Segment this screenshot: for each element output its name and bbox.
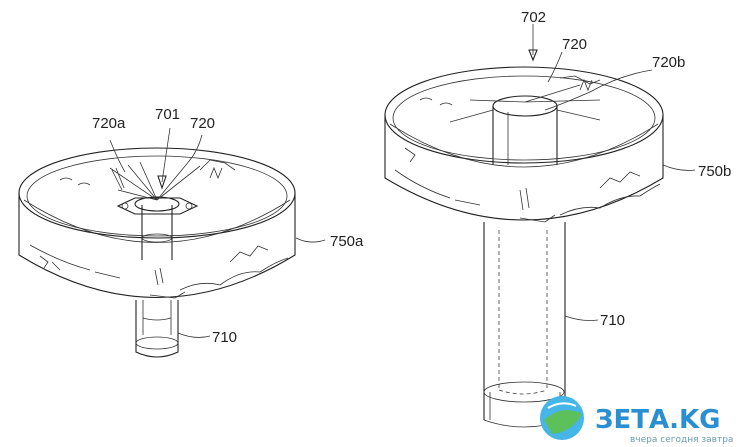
right-drum	[384, 66, 664, 223]
leader-720b	[544, 69, 653, 111]
arrow-701	[157, 175, 167, 190]
globe-logo-icon	[540, 396, 584, 440]
left-device: 720a 701 720 750a 710	[18, 106, 364, 358]
left-stem	[135, 300, 179, 358]
leader-720a-left	[109, 139, 126, 173]
label-710-right: 710	[600, 312, 625, 329]
leader-701	[161, 127, 171, 183]
watermark: ЗЕТА.KG вчера сегодня завтра	[540, 396, 733, 445]
leader-750a	[295, 237, 326, 243]
leader-710-right	[564, 315, 599, 321]
label-701: 701	[155, 106, 180, 123]
leader-720-right	[547, 51, 563, 83]
right-rays	[449, 84, 601, 123]
label-710-left: 710	[212, 329, 237, 346]
label-720a: 720a	[92, 115, 126, 132]
label-702: 702	[521, 9, 546, 26]
left-rays	[109, 159, 201, 201]
leader-720-left	[189, 134, 203, 161]
right-column	[483, 222, 566, 428]
leader-710-left	[177, 332, 211, 338]
left-drum	[18, 147, 296, 299]
label-720-left: 720	[190, 115, 215, 132]
watermark-tagline: вчера сегодня завтра	[630, 435, 733, 445]
label-750b: 750b	[698, 163, 731, 180]
label-720b: 720b	[652, 54, 685, 71]
right-device: 702 720 720b 750b 710	[384, 9, 731, 428]
watermark-brand: ЗЕТА.KG	[595, 405, 720, 435]
label-720-right: 720	[562, 36, 587, 53]
right-inner-cylinder	[492, 95, 558, 165]
leader-750b	[662, 164, 696, 171]
arrow-702	[528, 49, 538, 62]
left-inner-pole	[116, 196, 199, 260]
label-750a: 750a	[330, 233, 364, 250]
